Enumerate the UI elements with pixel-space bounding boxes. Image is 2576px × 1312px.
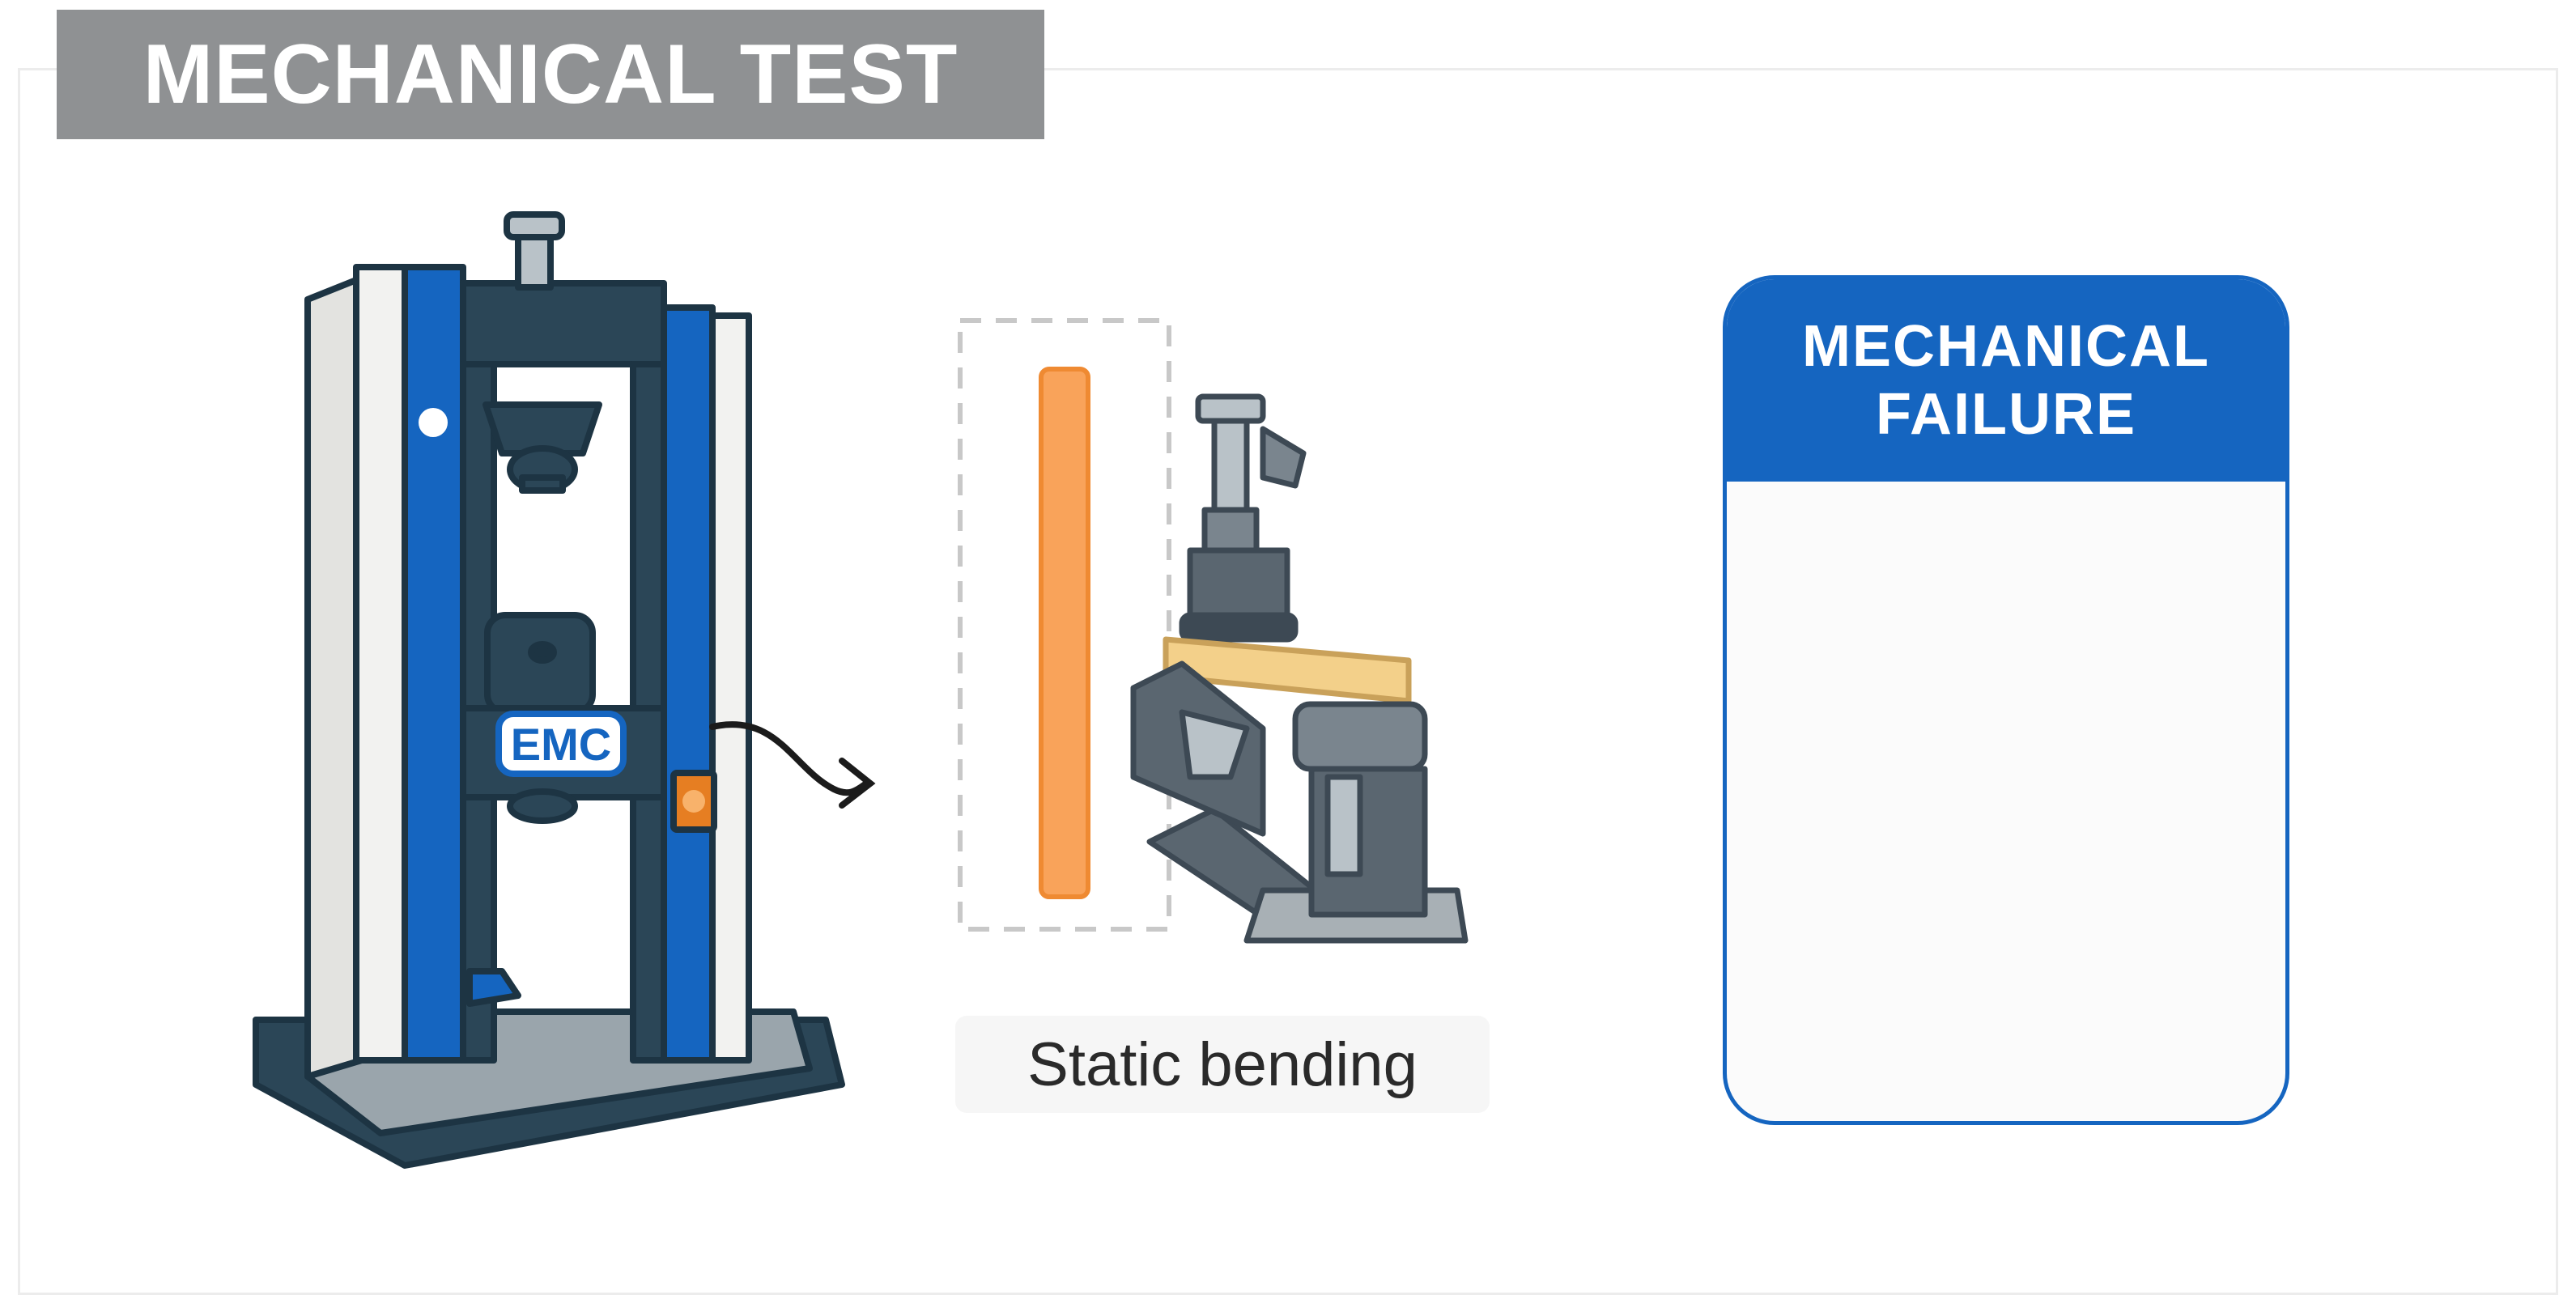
static-bending-label: Static bending — [1027, 1030, 1418, 1099]
emc-badge: EMC — [495, 711, 627, 777]
testing-machine-illustration — [253, 211, 845, 1169]
specimen-bar — [1039, 367, 1090, 899]
right-column — [661, 304, 716, 1064]
top-crossbar — [460, 280, 667, 367]
static-bending-illustration — [958, 318, 1469, 944]
failure-header: MECHANICAL FAILURE — [1727, 279, 2285, 482]
process-arrow — [709, 721, 876, 809]
title-banner: MECHANICAL TEST — [57, 10, 1044, 139]
left-column — [402, 264, 466, 1064]
failure-title-line-1: MECHANICAL — [1802, 314, 2210, 379]
figure-title: MECHANICAL TEST — [142, 27, 959, 121]
failure-title-line-2: FAILURE — [1875, 382, 2136, 447]
specimen-outline — [958, 318, 1171, 932]
mechanical-failure-card: MECHANICAL FAILURE — [1723, 275, 2289, 1125]
static-bending-caption: Static bending — [955, 1016, 1490, 1113]
emc-label: EMC — [510, 718, 612, 770]
